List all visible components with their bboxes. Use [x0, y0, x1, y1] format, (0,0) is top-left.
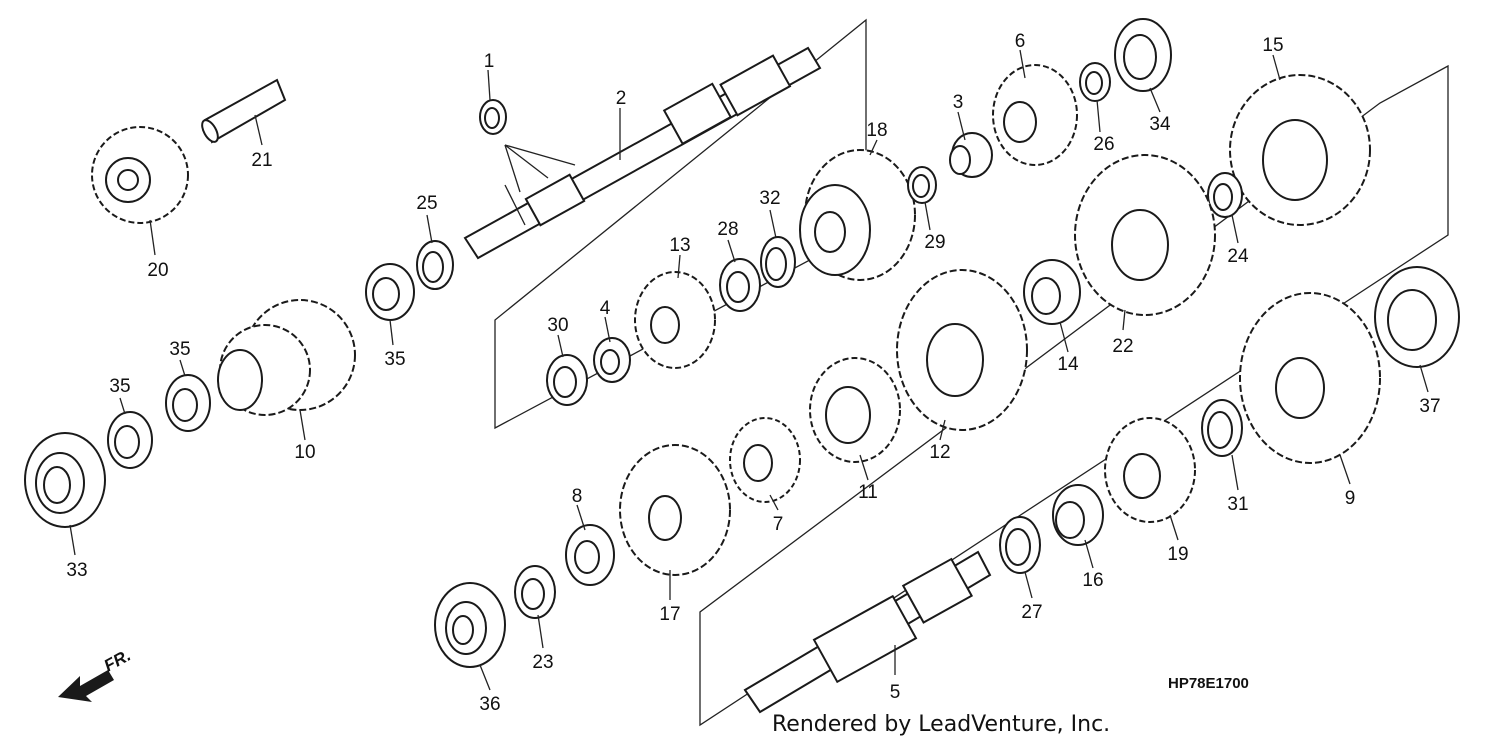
- credit-text: Rendered by LeadVenture, Inc.: [772, 712, 1110, 737]
- gear-10: [217, 299, 356, 416]
- gear-7: [729, 417, 801, 503]
- front-arrow-icon: [58, 670, 114, 702]
- callout-24: 24: [1227, 246, 1249, 267]
- bearing-28: [719, 258, 761, 312]
- washer-27: [999, 516, 1041, 574]
- front-arrow-label: FR.: [101, 646, 134, 676]
- callout-32: 32: [759, 188, 780, 209]
- gear-9: [1239, 292, 1381, 464]
- countershaft: [743, 550, 992, 714]
- callout-17: 17: [659, 604, 680, 625]
- callout-13: 13: [669, 235, 690, 256]
- callout-7: 7: [773, 514, 784, 535]
- gear-19: [1104, 417, 1196, 523]
- washer-30: [546, 354, 588, 406]
- callout-26: 26: [1093, 134, 1114, 155]
- needle-bearing-35a: [107, 411, 153, 469]
- collar-16: [1052, 484, 1104, 546]
- needle-bearing-35c: [365, 263, 415, 321]
- shaft-21: [201, 78, 287, 144]
- callout-20: 20: [147, 260, 168, 281]
- gear-22: [1074, 154, 1216, 316]
- callout-12: 12: [929, 442, 950, 463]
- callout-14: 14: [1057, 354, 1079, 375]
- gear-15: [1229, 74, 1371, 226]
- washer-23: [514, 565, 556, 619]
- diagram-code: HP78E1700: [1168, 675, 1249, 692]
- gear-18: [799, 149, 916, 281]
- washer-31: [1201, 399, 1243, 457]
- callout-8: 8: [572, 486, 583, 507]
- washer-1: [479, 99, 507, 135]
- front-arrow: FR.: [58, 646, 134, 702]
- leader-lines: [69, 49, 1429, 691]
- callout-1: 1: [484, 51, 495, 72]
- callout-3: 3: [953, 92, 964, 113]
- collar-4: [593, 337, 631, 383]
- callout-4: 4: [600, 298, 611, 319]
- needle-bearing-35b: [165, 374, 211, 432]
- mainshaft: [463, 46, 822, 260]
- callout-9: 9: [1345, 488, 1356, 509]
- callout-16: 16: [1082, 570, 1103, 591]
- callout-18: 18: [866, 120, 887, 141]
- collar-3: [949, 132, 993, 178]
- callout-34: 34: [1149, 114, 1171, 135]
- bearing-36: [434, 582, 506, 668]
- washer-25: [416, 240, 454, 290]
- callout-10: 10: [294, 442, 315, 463]
- callout-11: 11: [858, 482, 878, 503]
- callout-29: 29: [924, 232, 945, 253]
- callout-5: 5: [890, 682, 901, 703]
- bearing-37: [1374, 266, 1460, 368]
- callout-36: 36: [479, 694, 500, 715]
- gear-17: [619, 444, 731, 576]
- gear-20: [91, 126, 189, 224]
- callout-15: 15: [1262, 35, 1283, 56]
- callout-31: 31: [1227, 494, 1248, 515]
- collar-14: [1023, 259, 1081, 325]
- gear-13: [634, 271, 716, 369]
- callout-21: 21: [251, 150, 272, 171]
- callout-27: 27: [1021, 602, 1042, 623]
- washer-26: [1079, 62, 1111, 102]
- bearing-8: [565, 524, 615, 586]
- callout-23: 23: [532, 652, 553, 673]
- callout-28: 28: [717, 219, 738, 240]
- callout-35-a: 35: [109, 376, 130, 397]
- washer-29: [907, 166, 937, 204]
- bearing-34: [1114, 18, 1172, 92]
- callout-35-b: 35: [169, 339, 190, 360]
- gear-11: [809, 357, 901, 463]
- gear-12: [896, 269, 1028, 431]
- callout-19: 19: [1167, 544, 1188, 565]
- gear-6: [992, 64, 1078, 166]
- callout-22: 22: [1112, 336, 1133, 357]
- callout-labels: 1 2 3 4 5 6 7 8 9 10 11 12 13 14 15 16 1…: [66, 31, 1440, 715]
- callout-2: 2: [616, 88, 627, 109]
- ring-32: [760, 236, 796, 288]
- callout-30: 30: [547, 315, 568, 336]
- callout-25: 25: [416, 193, 437, 214]
- callout-6: 6: [1015, 31, 1026, 52]
- callout-35-c: 35: [384, 349, 405, 370]
- bearing-33: [24, 432, 106, 528]
- callout-37: 37: [1419, 396, 1440, 417]
- washer-24: [1207, 172, 1243, 218]
- callout-33: 33: [66, 560, 87, 581]
